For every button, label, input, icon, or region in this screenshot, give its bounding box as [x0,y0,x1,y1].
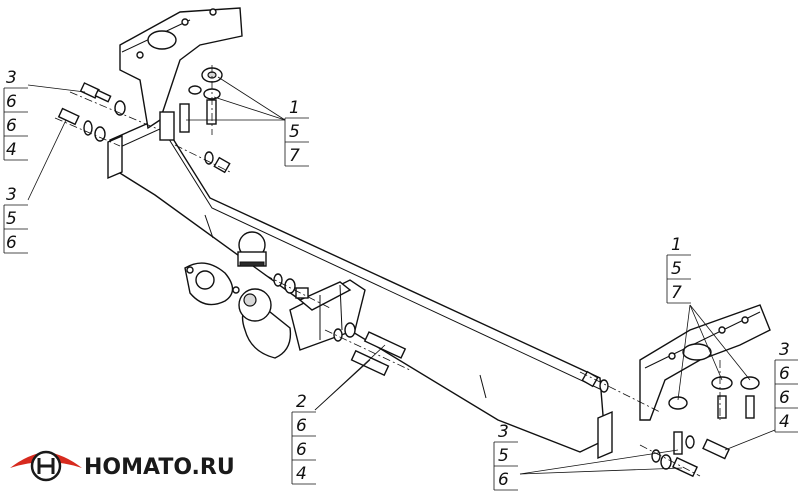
callout-stack-right-upper: 1 5 7 [666,235,691,304]
socket-plate [184,262,240,306]
callout-label: 7 [289,146,300,166]
callout-label: 5 [498,446,509,466]
logo-h-icon [37,458,55,474]
fasteners-top-center [174,65,231,174]
callout-stack-bottom-left: 2 6 6 4 [291,392,316,485]
callout-label: 6 [498,470,509,490]
callout-label: 5 [671,259,682,279]
callout-label: 6 [296,440,307,460]
callout-stack-mid-left: 3 5 6 [3,185,28,254]
callout-label: 7 [671,283,682,303]
callout-label: 4 [6,140,17,160]
callout-label: 6 [296,416,307,436]
callout-label: 6 [779,388,790,408]
callout-label: 5 [6,209,17,229]
callout-label: 2 [296,392,307,412]
right-bracket [639,304,771,421]
fasteners-top-left [54,82,161,147]
callout-label: 5 [289,122,300,142]
callout-label: 3 [498,422,509,442]
callout-label: 4 [296,464,307,484]
callout-label: 3 [6,185,17,205]
callout-label: 1 [289,98,300,118]
callout-label: 3 [6,68,17,88]
callout-label: 3 [779,340,790,360]
callout-stack-right-lower: 3 6 6 4 [774,340,798,433]
callout-label: 6 [779,364,790,384]
callout-stack-bottom-center: 3 5 6 [493,422,518,491]
callout-stack-top-center: 1 5 7 [284,98,309,167]
callout-label: 6 [6,233,17,253]
leader-lines [27,76,776,475]
callout-stack-top-left: 3 6 6 4 [3,68,28,161]
fasteners-right [579,360,760,478]
brand-logo: HOMATO.RU [10,450,235,482]
brand-name: HOMATO.RU [84,455,235,480]
callout-label: 4 [779,412,790,432]
tow-ball [237,231,267,267]
left-bracket [119,7,243,141]
callout-label: 6 [6,92,17,112]
callout-label: 6 [6,116,17,136]
callout-label: 1 [671,235,682,255]
